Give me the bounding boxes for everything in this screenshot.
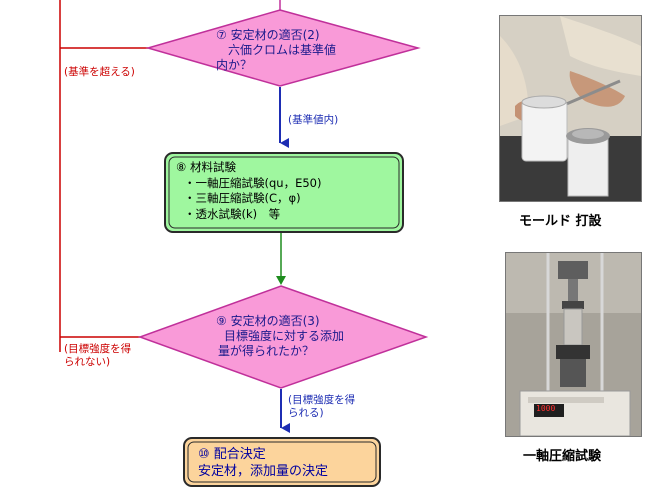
mix-decision-line-2: 安定材，添加量の決定 [198, 464, 329, 479]
decision-7-line-3: 内か？ [216, 58, 253, 72]
decision-9-text: ⑨ 安定材の適否(3) 目標強度に対する添加 量が得られたか？ [210, 314, 344, 359]
decision-7-line-1: ⑦ 安定材の適否(2) [216, 28, 320, 42]
decision-9-line-3: 量が得られたか？ [218, 344, 315, 358]
display-reading: 1000 [536, 404, 556, 413]
label-obtained-line-1: (目標強度を得 [288, 394, 356, 406]
mix-decision-line-1: ⑩ 配合決定 [198, 447, 266, 462]
material-test-text: ⑧ 材料試験 ・一軸圧縮試験(qu，E50) ・三軸圧縮試験(C，φ) ・透水試… [176, 160, 321, 222]
label-exceeds-standard: (基準を超える) [64, 66, 135, 78]
material-test-item-2: ・三軸圧縮試験(C，φ) [184, 191, 301, 205]
label-obtained-line-2: られる) [288, 407, 324, 419]
decision-9-line-2: 目標強度に対する添加 [224, 329, 345, 343]
arrow-to-decision-9 [276, 233, 286, 285]
label-obtained: (目標強度を得 られる) [288, 394, 355, 420]
decision-diamond-7 [145, 9, 421, 87]
material-test-title: ⑧ 材料試験 [176, 160, 236, 174]
compression-test-caption: 一軸圧縮試験 [523, 449, 602, 464]
decision-7-text: ⑦ 安定材の適否(2) 六価クロムは基準値 内か？ [216, 28, 336, 73]
compression-test-illustration [506, 253, 641, 436]
process-box-8-inner [168, 156, 400, 229]
mold-casting-illustration [500, 16, 641, 201]
decision-diamond-9 [137, 285, 429, 389]
material-test-item-3: ・透水試験(k) 等 [184, 206, 281, 221]
decision-7-line-2: 六価クロムは基準値 [228, 43, 337, 57]
material-test-item-1: ・一軸圧縮試験(qu，E50) [184, 175, 322, 190]
decision-9-line-1: ⑨ 安定材の適否(3) [216, 314, 320, 328]
red-feedback-lines [59, 0, 148, 352]
label-not-obtained-line-2: られない) [64, 356, 111, 368]
process-box-10-inner [187, 441, 377, 483]
mold-casting-photo [499, 15, 642, 202]
mix-decision-text: ⑩ 配合決定 安定材，添加量の決定 [198, 446, 328, 480]
mold-casting-caption: モールド 打設 [519, 214, 602, 229]
compression-test-photo [505, 252, 642, 437]
process-box-10-outer [183, 437, 381, 487]
label-within-standard: (基準値内) [288, 114, 339, 126]
label-not-obtained-line-1: (目標強度を得 [64, 343, 132, 355]
label-not-obtained: (目標強度を得 られない) [64, 343, 131, 369]
process-box-8-outer [164, 152, 404, 233]
